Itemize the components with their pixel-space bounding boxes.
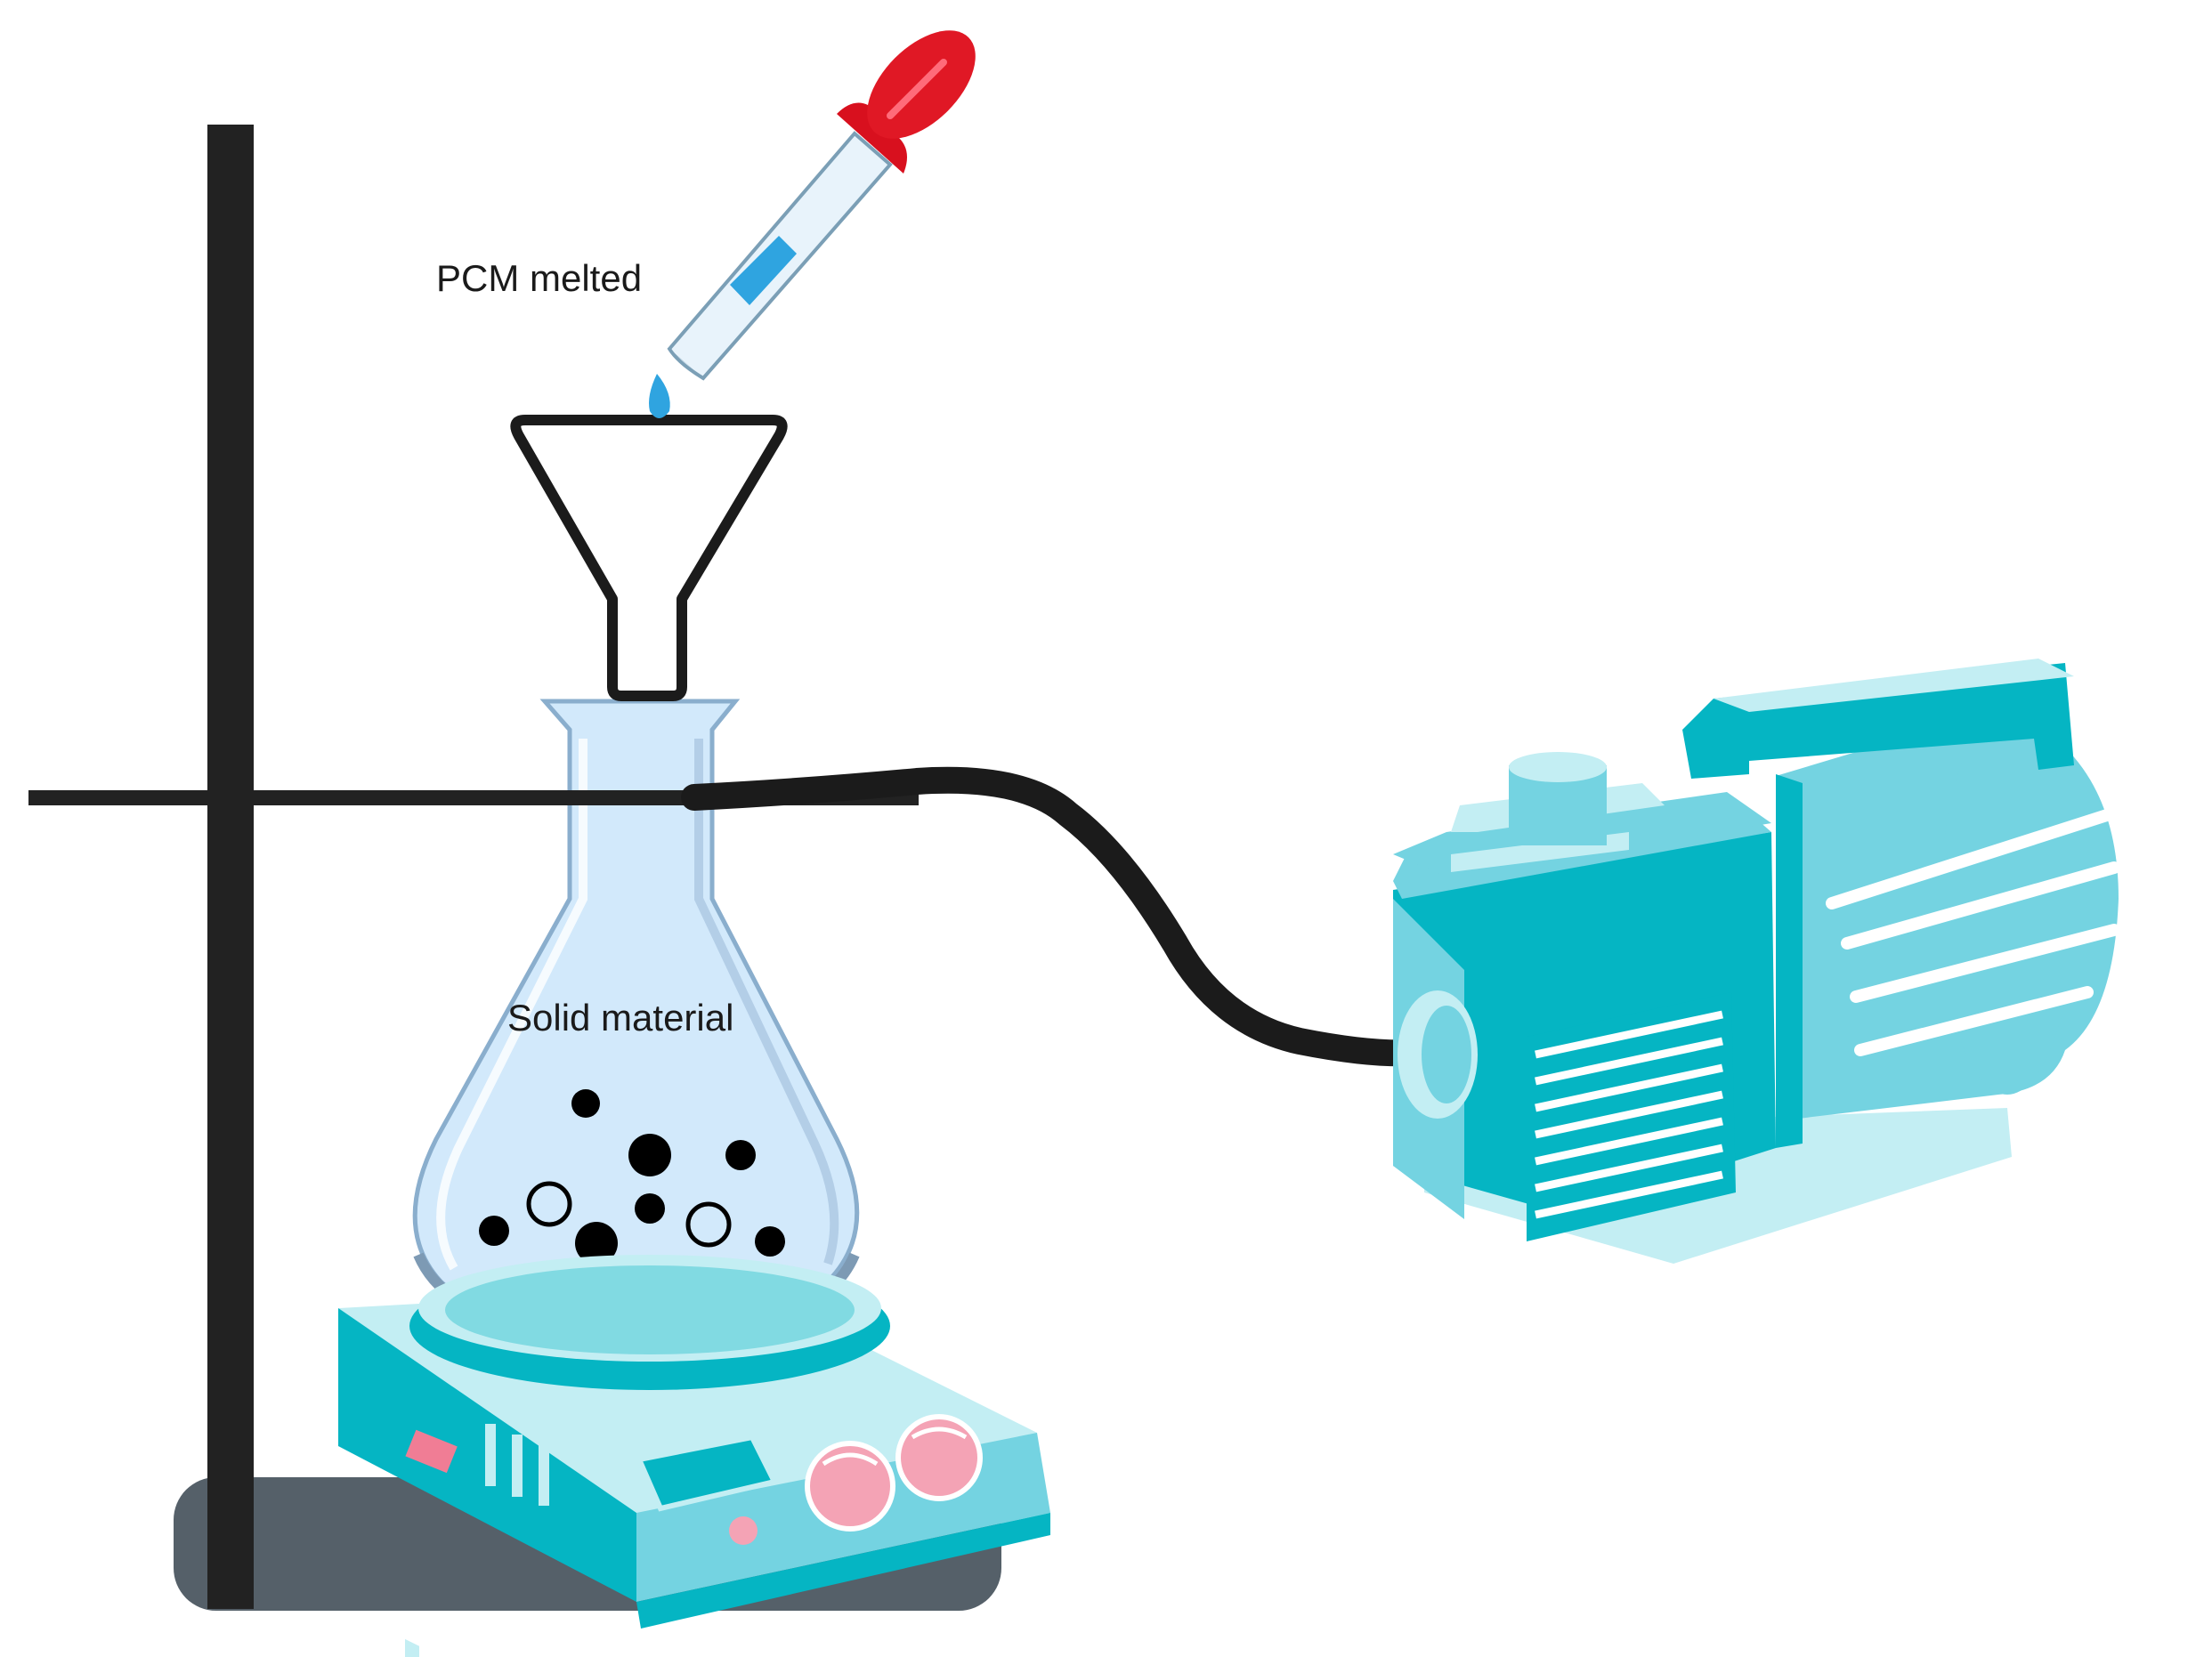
solid-particles: [479, 1089, 785, 1265]
vacuum-pump-icon: [1393, 659, 2120, 1264]
stirrer-hotplate-icon: [338, 1255, 1050, 1657]
solid-material-label: Solid material: [507, 997, 733, 1039]
funnel-icon: [510, 415, 788, 701]
dropper-icon: [649, 30, 976, 418]
pcm-melted-label: PCM melted: [436, 257, 642, 299]
vacuum-hose: [681, 766, 1451, 1067]
retort-stand-icon: [207, 125, 254, 1609]
